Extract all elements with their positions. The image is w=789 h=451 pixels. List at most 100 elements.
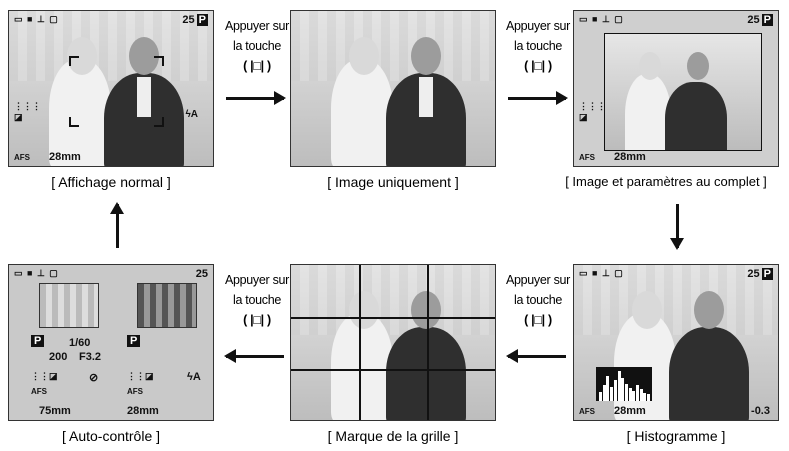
af-mode-left: AFS	[31, 387, 47, 396]
mode-badge: P	[761, 14, 773, 26]
instruction-line2: la touche	[513, 39, 563, 53]
bride-head	[632, 291, 662, 329]
flash-off-icon: ⊘	[89, 372, 99, 384]
histogram-bar	[632, 391, 636, 401]
histogram-bar	[599, 392, 602, 401]
groom	[669, 327, 749, 420]
instruction-3: Appuyer sur la touche ( |□| )	[503, 270, 573, 330]
arrow-right-icon	[226, 91, 286, 105]
histogram-bar	[628, 388, 632, 401]
histogram-bar	[610, 387, 614, 401]
af-corner-icon	[154, 56, 164, 66]
groom	[386, 327, 466, 420]
caption-grid: [ Marque de la grille ]	[327, 428, 459, 444]
bride-head	[639, 52, 661, 80]
histogram-bar	[643, 393, 647, 401]
flash-auto-icon: ϟA	[185, 109, 198, 120]
caption-normal: [ Affichage normal ]	[51, 174, 171, 190]
af-mode: AFS	[579, 153, 595, 162]
grid-icon: ⋮⋮⋮◪	[579, 101, 606, 122]
histogram-bar	[617, 371, 621, 401]
arrow-up-icon	[110, 202, 124, 248]
instruction-line1: Appuyer sur	[224, 19, 290, 33]
focal-length: 28mm	[614, 405, 646, 417]
groom-head	[694, 291, 724, 329]
histogram-bar	[639, 389, 643, 401]
status-icons: ▭ ■ ⊥ ▢	[14, 14, 59, 24]
af-corner-icon	[69, 117, 79, 127]
caption-full-info: [ Image et paramètres au complet ]	[565, 174, 767, 189]
histogram-chart	[596, 367, 652, 401]
af-corner-icon	[69, 56, 79, 66]
histogram-bar	[647, 394, 651, 401]
mode-badge-right: P	[127, 335, 141, 347]
bride-head	[349, 37, 379, 75]
grid-icon: ⋮⋮⋮◪	[14, 101, 41, 122]
instruction-line2: la touche	[232, 293, 282, 307]
bride	[625, 74, 671, 150]
af-mode-right: AFS	[127, 387, 143, 396]
instruction-1: Appuyer sur la touche ( |□| )	[222, 16, 292, 76]
instruction-line1: Appuyer sur	[505, 273, 571, 287]
groom	[665, 82, 727, 150]
display-button-label: ( |□| )	[524, 313, 552, 327]
bride	[331, 59, 393, 166]
af-mode: AFS	[579, 407, 595, 416]
status-icons: ▭ ■ ⊥ ▢	[579, 14, 624, 24]
groom-head	[411, 291, 441, 329]
af-corner-icon	[154, 117, 164, 127]
grid-line	[359, 265, 361, 420]
caption-histogram: [ Histogramme ]	[626, 428, 726, 444]
background-wall	[291, 265, 495, 335]
grid-line	[291, 369, 495, 371]
focal-length: 28mm	[49, 151, 81, 163]
shots-remaining: 25	[195, 268, 208, 280]
instruction-4: Appuyer sur la touche ( |□| )	[222, 270, 292, 330]
instruction-line1: Appuyer sur	[224, 273, 290, 287]
instruction-2: Appuyer sur la touche ( |□| )	[503, 16, 573, 76]
arrow-left-icon	[224, 349, 284, 363]
grid-icon: ⋮⋮◪	[31, 371, 58, 381]
display-button-label: ( |□| )	[524, 59, 552, 73]
bride	[331, 313, 393, 420]
status-icons: ▭ ■ ⊥ ▢	[14, 268, 59, 278]
display-button-label: ( |□| )	[243, 313, 271, 327]
caption-auto-check: [ Auto-contrôle ]	[61, 428, 161, 444]
flash-auto-icon: ϟA	[187, 371, 201, 383]
thumbnail-left	[39, 283, 99, 328]
groom-head	[411, 37, 441, 75]
instruction-line2: la touche	[513, 293, 563, 307]
histogram-bar	[602, 385, 606, 401]
display-button-label: ( |□| )	[243, 59, 271, 73]
grid-icon: ⋮⋮◪	[127, 371, 154, 381]
screen-grid	[290, 264, 496, 421]
groom-shirt	[419, 77, 433, 117]
grid-line	[291, 317, 495, 319]
groom-shirt	[137, 77, 151, 117]
arrow-left-icon	[506, 349, 566, 363]
af-mode: AFS	[14, 153, 30, 162]
focal-length-right: 28mm	[127, 405, 159, 417]
screen-image-only	[290, 10, 496, 167]
arrow-right-icon	[508, 91, 568, 105]
bride-head	[349, 291, 379, 329]
bride	[49, 59, 111, 166]
histogram-bar	[636, 385, 639, 401]
mode-badge: P	[761, 268, 773, 280]
background-wall	[574, 265, 778, 335]
histogram-bar	[613, 380, 617, 401]
image-frame	[604, 33, 762, 151]
mode-badge-left: P	[31, 335, 45, 347]
status-icons: ▭ ■ ⊥ ▢	[579, 268, 624, 278]
grid-line	[427, 265, 429, 420]
thumbnail-right	[137, 283, 197, 328]
histogram-bar	[621, 378, 625, 401]
mode-badge: P	[196, 14, 208, 26]
background-wall	[291, 11, 495, 81]
